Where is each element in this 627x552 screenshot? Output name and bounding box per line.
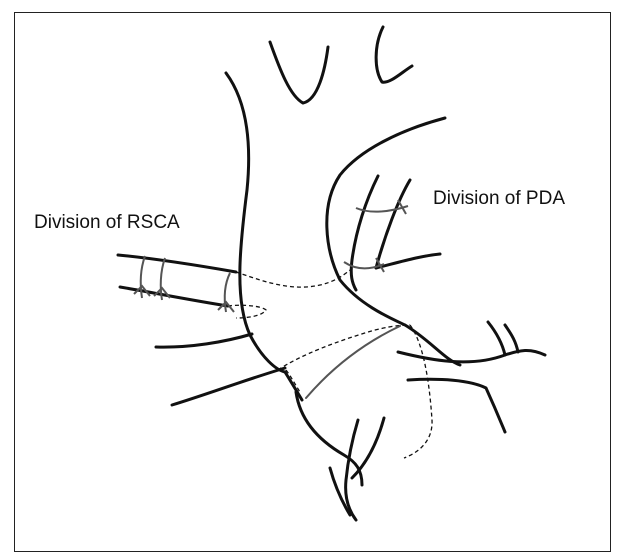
head-vessel-hook [376,27,412,82]
label-division-pda: Division of PDA [433,188,565,210]
dashed-descending-outline [404,325,432,458]
aorta-left-wall [226,73,285,372]
aorta-lower-curve [285,372,302,400]
dashed-lower-loop [286,370,300,392]
pda-vessel-2 [376,180,410,268]
pulmonary-branch-upper [376,254,440,268]
rsca-lower-wall [120,287,228,306]
vascular-diagram [0,0,627,531]
aorta-right-wall [327,118,460,365]
right-branch-fork-2 [505,325,518,352]
left-branch-low [172,368,285,405]
dashed-arch-connection [236,270,350,287]
pda-vessel-1 [351,176,378,290]
right-branch-main [398,350,545,361]
left-branch-mid [156,334,252,347]
right-branch-low [408,379,505,432]
head-vessel-u [270,42,328,103]
rsca-upper-wall [118,255,236,272]
lower-vessel-b [346,420,358,520]
right-branch-fork-1 [488,322,505,355]
repair-line [306,326,400,398]
label-division-rsca: Division of RSCA [34,212,180,234]
